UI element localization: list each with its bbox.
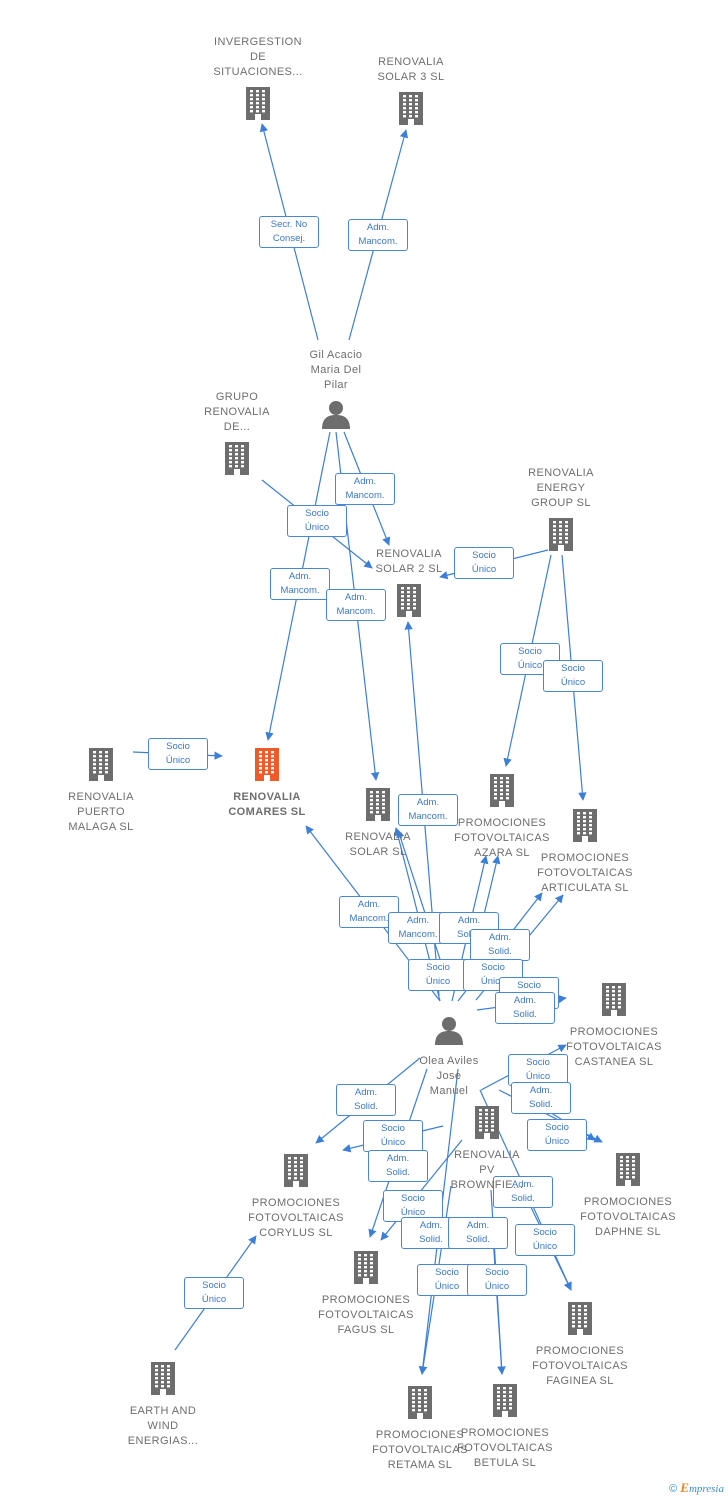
node-label: PROMOCIONES FOTOVOLTAICAS CASTANEA SL [566,1026,662,1068]
building-icon [346,91,476,130]
node-faginea[interactable]: PROMOCIONES FOTOVOLTAICAS FAGINEA SL [515,1301,645,1389]
empresia-brand[interactable]: ©Empresia [669,1480,724,1496]
person-icon [384,1015,514,1050]
edge-label-pvbrown-to-castanea[interactable]: Socio Único [508,1054,568,1086]
building-icon [437,773,567,812]
building-icon [36,747,166,786]
building-icon [496,517,626,556]
node-corylus[interactable]: PROMOCIONES FOTOVOLTAICAS CORYLUS SL [231,1153,361,1241]
edge-label-earth-to-corylus[interactable]: Socio Único [184,1277,244,1309]
node-solar[interactable]: RENOVALIA SOLAR SL [313,787,443,860]
edge-label-gil-to-comares[interactable]: Adm. Mancom. [270,568,330,600]
node-pvbrown[interactable]: RENOVALIA PV BROWNFIE... [422,1105,552,1193]
building-icon [231,1153,361,1192]
building-icon [172,441,302,480]
node-label: PROMOCIONES FOTOVOLTAICAS BETULA SL [457,1427,553,1469]
building-icon [422,1105,552,1144]
edge-label-pvbrown-to-daphne[interactable]: Socio Único [527,1119,587,1151]
edge-label-gil-to-solar2[interactable]: Adm. Mancom. [335,473,395,505]
node-label: RENOVALIA PV BROWNFIE... [450,1149,524,1191]
node-comares[interactable]: RENOVALIA COMARES SL [202,747,332,820]
node-label: PROMOCIONES FOTOVOLTAICAS ARTICULATA SL [537,852,633,894]
edge-label-gil-to-solar3[interactable]: Adm. Mancom. [348,219,408,251]
node-solar2[interactable]: RENOVALIA SOLAR 2 SL [344,547,474,622]
edge-label-olea-to-faginea[interactable]: Adm. Solid. [493,1176,553,1208]
edge-label-olea-to-articulata[interactable]: Adm. Solid. [470,929,530,961]
building-icon [313,787,443,826]
node-earth[interactable]: EARTH AND WIND ENERGIAS... [98,1361,228,1449]
node-label: RENOVALIA SOLAR 3 SL [377,56,445,83]
node-label: RENOVALIA ENERGY GROUP SL [528,467,594,509]
building-icon [98,1361,228,1400]
edge-label-gil-to-invergestion[interactable]: Secr. No Consej. [259,216,319,248]
edge-label-pvbrown-to-betula[interactable]: Socio Único [467,1264,527,1296]
person-icon [271,399,401,434]
edge-label-puerto-to-comares[interactable]: Socio Único [148,738,208,770]
edge-label-pvbrown-to-solar[interactable]: Socio Único [408,959,468,991]
node-label: EARTH AND WIND ENERGIAS... [127,1405,199,1447]
building-icon [193,86,323,125]
node-label: PROMOCIONES FOTOVOLTAICAS RETAMA SL [372,1429,468,1471]
edge-label-pvbrown-to-faginea[interactable]: Socio Único [515,1224,575,1256]
building-icon [563,1152,693,1191]
brand-name: mpresia [688,1483,724,1495]
node-puerto[interactable]: RENOVALIA PUERTO MALAGA SL [36,747,166,835]
building-icon [515,1301,645,1340]
edge-label-olea-to-betula[interactable]: Adm. Solid. [448,1217,508,1249]
edge-label-olea-to-solar2[interactable]: Adm. Mancom. [398,794,458,826]
building-icon [344,583,474,622]
brand-initial: E [680,1480,689,1495]
node-articulata[interactable]: PROMOCIONES FOTOVOLTAICAS ARTICULATA SL [520,808,650,896]
node-label: PROMOCIONES FOTOVOLTAICAS DAPHNE SL [580,1196,676,1238]
building-icon [549,982,679,1021]
node-daphne[interactable]: PROMOCIONES FOTOVOLTAICAS DAPHNE SL [563,1152,693,1240]
edge-label-olea-to-corylus[interactable]: Adm. Solid. [336,1084,396,1116]
edge-label-grupo-to-solar2[interactable]: Socio Único [287,505,347,537]
edge-label-gil-to-solar[interactable]: Adm. Mancom. [326,589,386,621]
node-fagus[interactable]: PROMOCIONES FOTOVOLTAICAS FAGUS SL [301,1250,431,1338]
node-label: PROMOCIONES FOTOVOLTAICAS FAGINEA SL [532,1345,628,1387]
node-betula[interactable]: PROMOCIONES FOTOVOLTAICAS BETULA SL [440,1383,570,1471]
copyright-symbol: © [669,1483,678,1495]
node-label: PROMOCIONES FOTOVOLTAICAS AZARA SL [454,817,550,859]
node-invergestion[interactable]: INVERGESTION DE SITUACIONES... [193,35,323,125]
edge-label-pvbrown-to-corylus[interactable]: Socio Único [363,1120,423,1152]
node-castanea[interactable]: PROMOCIONES FOTOVOLTAICAS CASTANEA SL [549,982,679,1070]
edge-label-energy-to-solar2[interactable]: Socio Único [454,547,514,579]
node-label: RENOVALIA PUERTO MALAGA SL [68,791,134,833]
node-retama[interactable]: PROMOCIONES FOTOVOLTAICAS RETAMA SL [355,1385,485,1473]
node-solar3[interactable]: RENOVALIA SOLAR 3 SL [346,55,476,130]
node-label: Olea Aviles Jose Manuel [419,1055,479,1097]
node-label: RENOVALIA COMARES SL [228,791,306,818]
building-icon [520,808,650,847]
node-label: INVERGESTION DE SITUACIONES... [213,36,303,78]
building-icon [202,747,332,786]
node-label: RENOVALIA SOLAR 2 SL [375,548,443,575]
building-icon [301,1250,431,1289]
node-energy[interactable]: RENOVALIA ENERGY GROUP SL [496,466,626,556]
node-azara[interactable]: PROMOCIONES FOTOVOLTAICAS AZARA SL [437,773,567,861]
edge-label-olea-to-daphne[interactable]: Adm. Solid. [511,1082,571,1114]
edge-label-olea-to-solar[interactable]: Adm. Mancom. [388,912,448,944]
node-grupo[interactable]: GRUPO RENOVALIA DE... [172,390,302,480]
node-label: PROMOCIONES FOTOVOLTAICAS FAGUS SL [318,1294,414,1336]
edge-label-energy-to-articulata[interactable]: Socio Único [543,660,603,692]
edge-label-olea-to-castanea[interactable]: Adm. Solid. [495,992,555,1024]
node-label: PROMOCIONES FOTOVOLTAICAS CORYLUS SL [248,1197,344,1239]
node-label: Gil Acacio Maria Del Pilar [309,349,363,391]
building-icon [440,1383,570,1422]
building-icon [355,1385,485,1424]
edge-label-olea-to-fagus[interactable]: Adm. Solid. [368,1150,428,1182]
node-gil[interactable]: Gil Acacio Maria Del Pilar [271,348,401,434]
node-olea[interactable]: Olea Aviles Jose Manuel [384,1015,514,1099]
node-label: RENOVALIA SOLAR SL [345,831,411,858]
node-label: GRUPO RENOVALIA DE... [204,391,270,433]
